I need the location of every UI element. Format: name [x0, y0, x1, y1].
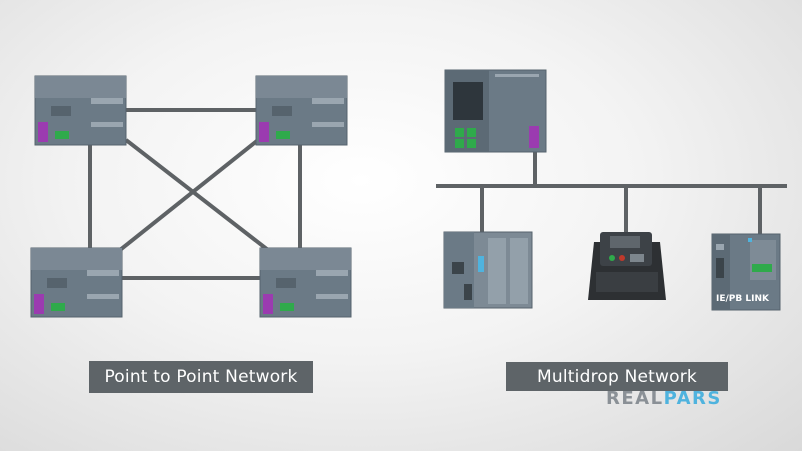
brand-part-2: PARS	[663, 388, 722, 409]
variable-drive	[588, 232, 666, 300]
brand-logo: REALPARS	[606, 388, 722, 410]
master-controller	[444, 69, 547, 153]
ie-pb-link-module	[711, 233, 781, 311]
brand-part-1: REAL	[606, 388, 664, 409]
ie-pb-link-label: IE/PB LINK	[716, 294, 769, 304]
point-to-point-label: Point to Point Network	[89, 361, 313, 393]
plc-bottom-left	[30, 247, 123, 318]
plc-bottom-right	[259, 247, 352, 318]
distributed-io	[443, 231, 533, 309]
multidrop-label: Multidrop Network	[506, 362, 728, 391]
plc-top-right	[255, 75, 348, 146]
plc-top-left	[34, 75, 127, 146]
cable-diagonal-1	[124, 138, 270, 252]
point-to-point-cables	[88, 108, 302, 280]
multidrop-bus	[436, 152, 787, 234]
cable-diagonal-2	[118, 138, 260, 252]
